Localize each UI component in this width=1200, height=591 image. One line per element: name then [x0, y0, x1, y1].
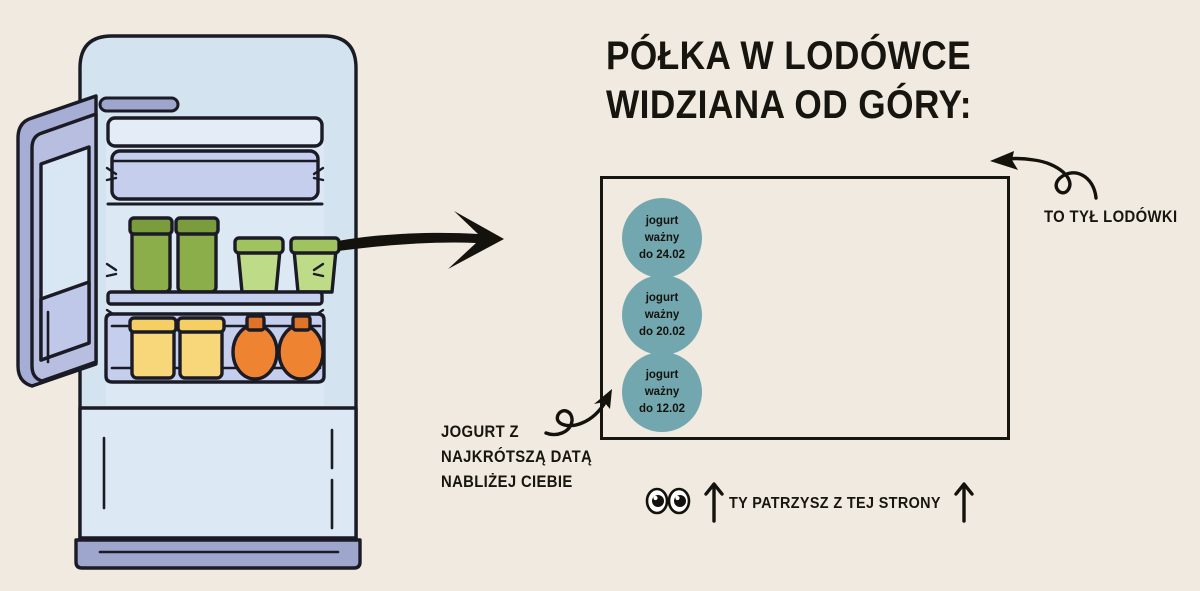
container-yellow-1 [128, 316, 178, 380]
label-shortest-date-line-3: NABLIŻEJ CIEBIE [441, 473, 573, 491]
yogurt-label-line-2: ważny [644, 385, 680, 398]
yogurt-circle-20-02[interactable]: jogurt ważny do 20.02 [622, 275, 702, 355]
page-title-line-2: WIDZIANA OD GÓRY: [606, 83, 972, 127]
label-back-of-fridge: TO TYŁ LODÓWKI [1044, 208, 1178, 226]
eyes-icon [645, 486, 691, 521]
yogurt-label-line-1: jogurt [645, 291, 679, 304]
yogurt-label-line-1: jogurt [645, 214, 679, 227]
container-dark-green-tall-1 [128, 216, 174, 294]
shelf-top-view-rectangle [600, 176, 1010, 440]
container-dark-green-tall-2 [174, 216, 220, 294]
page-title: PÓŁKA W LODÓWCE WIDZIANA OD GÓRY: [606, 32, 1126, 130]
label-shortest-date-line-1: JOGURT Z [441, 423, 519, 441]
label-shortest-date-line-2: NAJKRÓTSZĄ DATĄ [441, 448, 593, 466]
curly-arrow-left-icon [988, 148, 1098, 215]
bottle-orange-2 [277, 314, 325, 381]
arrow-right-icon [336, 201, 516, 286]
arrow-up-icon [952, 481, 976, 528]
fridge-illustration [8, 18, 388, 579]
container-light-green-2 [289, 236, 341, 294]
yogurt-label-line-2: ważny [644, 308, 680, 321]
yogurt-label-line-2: ważny [644, 231, 680, 244]
bottle-orange-1 [231, 314, 279, 381]
yogurt-label-date: do 24.02 [638, 248, 686, 261]
label-viewer-side: TY PATRZYSZ Z TEJ STRONY [729, 495, 941, 512]
curly-arrow-up-right-icon [544, 383, 620, 444]
yogurt-circle-12-02[interactable]: jogurt ważny do 12.02 [622, 352, 702, 432]
label-shortest-date: JOGURT Z NAJKRÓTSZĄ DATĄ NABLIŻEJ CIEBIE [441, 420, 609, 495]
container-light-green-1 [233, 236, 285, 294]
arrow-up-icon [702, 481, 726, 528]
yogurt-label-date: do 12.02 [638, 402, 686, 415]
yogurt-circle-24-02[interactable]: jogurt ważny do 24.02 [622, 198, 702, 278]
yogurt-label-date: do 20.02 [638, 325, 686, 338]
yogurt-label-line-1: jogurt [645, 368, 679, 381]
page-title-line-1: PÓŁKA W LODÓWCE [606, 34, 972, 78]
container-yellow-2 [176, 316, 226, 380]
